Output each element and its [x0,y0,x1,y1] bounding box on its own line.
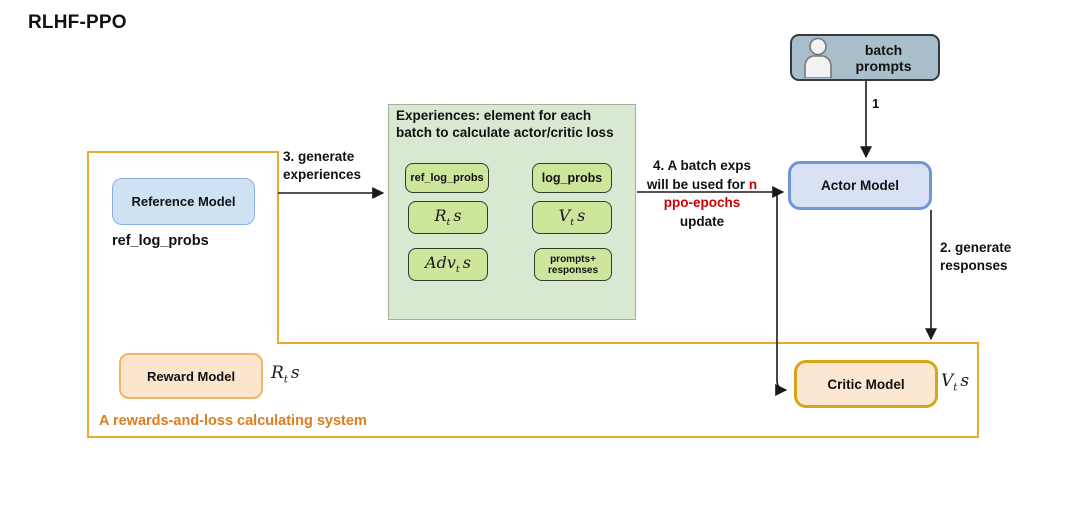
edge-3-label: 3. generate experiences [283,149,362,182]
chip-log-probs-label: log_probs [541,171,603,185]
reference-model-label: Reference Model [131,194,236,209]
edge-experiences-to-critic [775,192,788,396]
chip-prompts-responses-label: prompts+ responses [547,253,599,276]
rewards-system-boundary [87,151,979,438]
edge-4-line2: will be used for n [646,176,758,192]
edge-4-line4: update [679,213,725,229]
chip-prompts-responses: prompts+ responses [534,248,612,281]
chip-log-probs: log_probs [532,163,612,193]
critic-model-node: Critic Model [794,360,938,408]
reward-model-label: Reward Model [146,368,236,384]
reference-output-value: ref_log_probs [112,233,209,249]
reward-model-node: Reward Model [119,353,263,399]
ppo-epochs-n: n [748,176,758,192]
edge-4-line3: ppo-epochs [663,195,741,210]
chip-ref-log-probs-label: ref_log_probs [410,172,484,184]
person-icon [804,37,832,78]
actor-model-node: Actor Model [788,161,932,210]
experiences-header: Experiences: element for each batch to c… [396,108,614,140]
page-title: RLHF-PPO [28,12,127,33]
rewards-system-caption: A rewards-and-loss calculating system [99,413,367,429]
batch-prompts-label: batch prompts [855,41,912,74]
chip-ref-log-probs: ref_log_probs [405,163,489,193]
edge-4-label: 4. A batch exps will be used for n ppo-e… [626,157,778,231]
critic-model-label: Critic Model [827,376,905,392]
actor-model-label: Actor Model [820,178,899,193]
edge-1-label: 1 [872,96,880,111]
edge-2-label: 2. generate responses [940,240,1012,273]
reference-model-node: Reference Model [112,178,255,225]
batch-prompts-node: batch prompts [790,34,940,81]
edge-4-line1: 4. A batch exps [652,158,752,173]
